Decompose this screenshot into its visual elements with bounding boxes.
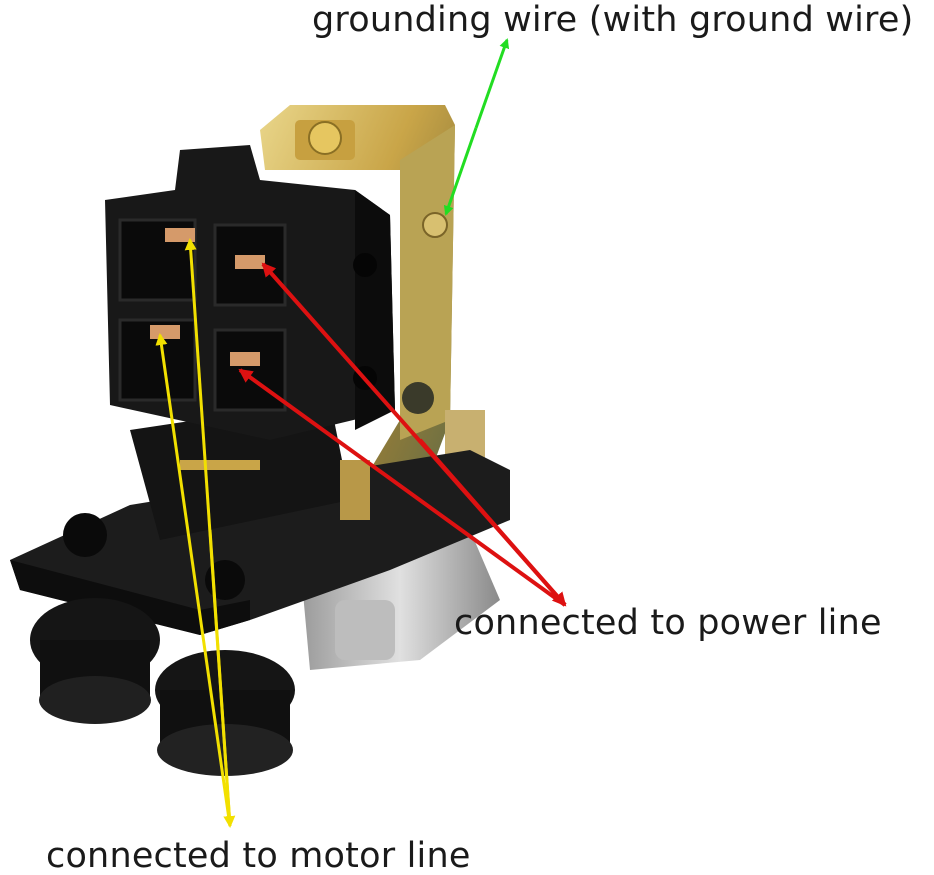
grounding-wire-label: grounding wire (with ground wire): [312, 0, 914, 40]
motor-line-arrows: [155, 238, 236, 828]
black-base: [10, 450, 510, 776]
ground-screw-icon: [422, 212, 448, 238]
power-line-label: connected to power line: [454, 603, 882, 643]
brass-bracket: [260, 105, 485, 540]
grounding-arrow: [443, 38, 510, 216]
power-line-arrows: [238, 262, 567, 607]
terminal-block: [105, 145, 395, 440]
motor-line-label: connected to motor line: [46, 836, 471, 875]
